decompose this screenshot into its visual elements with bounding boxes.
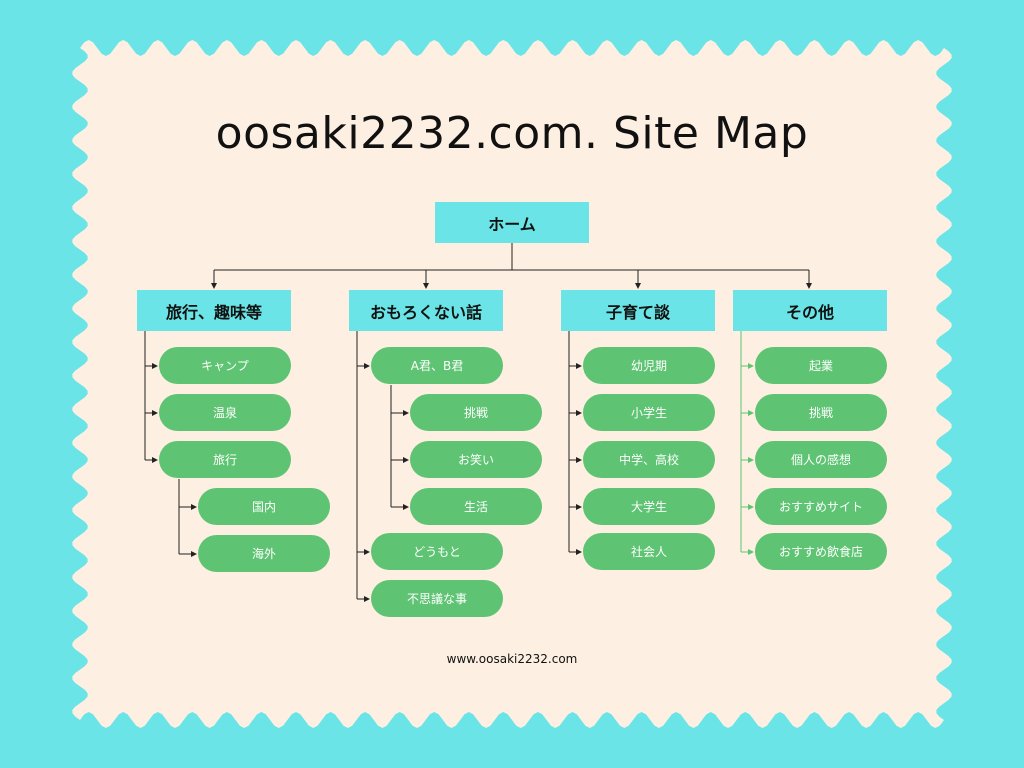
node-overseas[interactable]: 海外 [198, 535, 330, 572]
node-hot-spring[interactable]: 温泉 [159, 394, 291, 431]
category-parenting[interactable]: 子育て談 [561, 290, 715, 331]
node-travel[interactable]: 旅行 [159, 441, 291, 478]
node-camp[interactable]: キャンプ [159, 347, 291, 384]
category-boring-stories[interactable]: おもろくない話 [349, 290, 503, 331]
node-challenge-2[interactable]: 挑戦 [755, 394, 887, 431]
node-elementary[interactable]: 小学生 [583, 394, 715, 431]
node-recommended-sites[interactable]: おすすめサイト [755, 488, 887, 525]
footer-url[interactable]: www.oosaki2232.com [446, 652, 578, 666]
node-doumoto[interactable]: どうもと [371, 533, 503, 570]
root-node-home[interactable]: ホーム [435, 202, 589, 243]
node-personal-thoughts[interactable]: 個人の感想 [755, 441, 887, 478]
node-a-b[interactable]: A君、B君 [371, 347, 503, 384]
node-toddler[interactable]: 幼児期 [583, 347, 715, 384]
node-comedy[interactable]: お笑い [410, 441, 542, 478]
category-other[interactable]: その他 [733, 290, 887, 331]
node-junior-high[interactable]: 中学、高校 [583, 441, 715, 478]
node-recommended-restaurants[interactable]: おすすめ飲食店 [755, 533, 887, 570]
node-working-adult[interactable]: 社会人 [583, 533, 715, 570]
page-title: oosaki2232.com. Site Map [215, 108, 809, 159]
node-domestic[interactable]: 国内 [198, 488, 330, 525]
node-university[interactable]: 大学生 [583, 488, 715, 525]
category-travel-hobby[interactable]: 旅行、趣味等 [137, 290, 291, 331]
node-life[interactable]: 生活 [410, 488, 542, 525]
node-challenge[interactable]: 挑戦 [410, 394, 542, 431]
node-mystery[interactable]: 不思議な事 [371, 580, 503, 617]
node-startup[interactable]: 起業 [755, 347, 887, 384]
